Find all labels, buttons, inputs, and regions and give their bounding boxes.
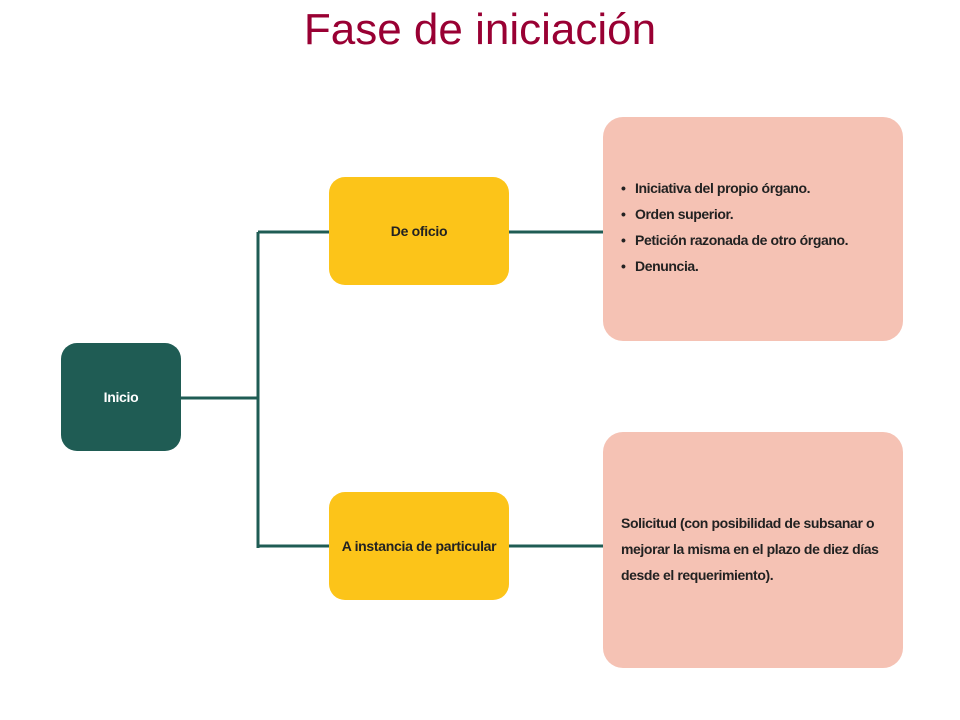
detail-list: Iniciativa del propio órgano. Orden supe…: [621, 175, 885, 279]
detail-text: Solicitud (con posibilidad de subsanar o…: [621, 515, 879, 583]
detail-box-de-oficio: Iniciativa del propio órgano. Orden supe…: [603, 117, 903, 341]
detail-item: Iniciativa del propio órgano.: [621, 175, 885, 201]
detail-box-a-instancia: Solicitud (con posibilidad de subsanar o…: [603, 432, 903, 668]
detail-item: Orden superior.: [621, 201, 885, 227]
branch-node-a-instancia: A instancia de particular: [329, 492, 509, 600]
detail-item: Petición razonada de otro órgano.: [621, 227, 885, 253]
branch-node-de-oficio: De oficio: [329, 177, 509, 285]
root-node-inicio: Inicio: [61, 343, 181, 451]
detail-item: Denuncia.: [621, 253, 885, 279]
page-title: Fase de iniciación: [303, 5, 657, 54]
